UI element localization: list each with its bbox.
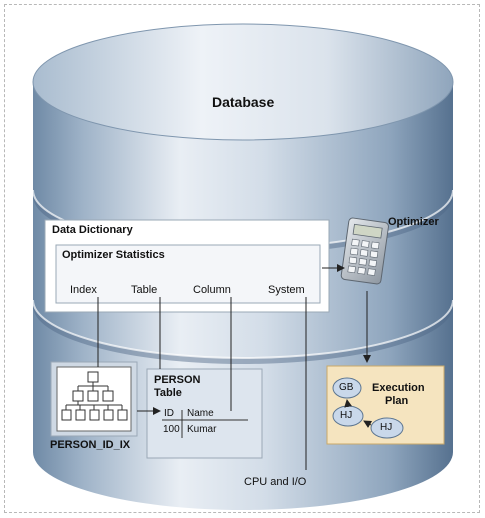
column-header-id: ID [164, 408, 174, 419]
optimizer-statistics-box [55, 244, 321, 304]
person-table-box [146, 368, 263, 459]
stat-system: System [268, 284, 305, 296]
cell-id: 100 [163, 424, 180, 435]
stat-index: Index [70, 284, 97, 296]
plan-node-hj-2-label: HJ [380, 422, 393, 433]
index-label: PERSON_ID_IX [50, 439, 131, 451]
database-title: Database [212, 94, 275, 110]
stat-table: Table [131, 284, 158, 296]
optimizer-label: Optimizer [388, 216, 439, 228]
calculator-icon [340, 217, 389, 285]
plan-node-gb-label: GB [339, 382, 354, 393]
plan-node-hj-2 [370, 417, 404, 439]
page-frame [4, 4, 480, 513]
cell-name: Kumar [187, 424, 217, 435]
connector-lines [97, 264, 371, 470]
data-dictionary-title: Data Dictionary [52, 224, 133, 236]
plan-node-gb [332, 377, 362, 399]
cpu-io-label: CPU and I/O [244, 476, 307, 488]
person-table-title-line1: PERSON [154, 374, 201, 386]
index-tree-icon [61, 371, 128, 421]
execution-plan-label-line2: Plan [385, 395, 409, 407]
person-table-title-line2: Table [154, 387, 182, 399]
stat-column: Column [193, 284, 231, 296]
column-header-name: Name [187, 408, 214, 419]
execution-plan-label-line1: Execution [372, 382, 425, 394]
optimizer-statistics-title: Optimizer Statistics [62, 249, 165, 261]
plan-node-hj-1-label: HJ [340, 410, 353, 421]
